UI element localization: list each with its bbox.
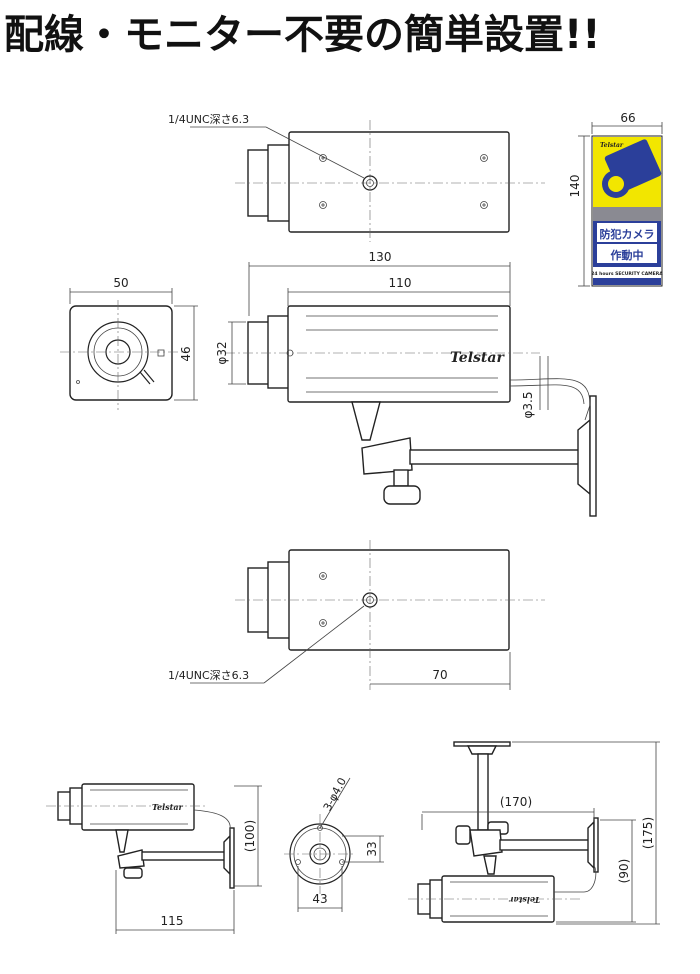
sticker-pattern [593,207,661,221]
sticker-footer: 24 hours SECURITY CAMERA [591,271,663,277]
sticker-line1: 防犯カメラ [600,227,655,241]
ceiling-reach-dim: (170) [500,795,532,809]
headline: 配線・モニター不要の簡単設置!! [4,12,601,58]
brand-logo-small: Telstar [152,802,184,812]
lens-dia-dim: φ32 [215,341,229,364]
ceiling-90-dim: (90) [617,859,631,884]
side-bracket-height-dim: (100) [243,820,257,852]
base-43-dim: 43 [312,892,327,906]
mount-label-top: 1/4UNC深さ6.3 [168,113,249,126]
camera-front-view: 50 46 [60,276,198,410]
ceiling-175-dim: (175) [641,817,655,849]
camera-icon [602,139,662,198]
camera-top-view: 1/4UNC深さ6.3 [168,113,545,242]
sticker-brand: Telstar [600,142,624,149]
sticker-width-dim: 66 [620,111,635,125]
camera-side-view: 130 110 φ32 Telstar φ3.5 [215,250,597,517]
side-bracket-length-dim: 115 [161,914,184,928]
body-length-dim: 110 [389,276,412,290]
camera-bottom-view: 70 1/4UNC深さ6.3 [168,540,545,690]
brand-logo-ceiling: Telstar [508,895,540,905]
sticker-line2: 作動中 [611,248,644,262]
total-length-dim: 130 [369,250,392,264]
front-height-dim: 46 [179,346,193,361]
front-width-dim: 50 [113,276,128,290]
bracket-dia-dim: φ3.5 [521,392,535,419]
ceiling-mount-view: Telstar (170) (90) (175) [408,741,660,925]
base-33-dim: 33 [365,841,379,856]
base-plate-view: 3-φ4.0 33 43 [284,776,384,912]
base-holes-dim: 3-φ4.0 [321,776,349,814]
sticker-height-dim: 140 [568,175,582,198]
offset-70-dim: 70 [432,668,447,682]
brand-logo: Telstar [450,350,505,366]
warning-sticker: 66 140 Telstar 防犯カメラ 作動中 24 hours SECURI… [568,111,663,287]
mount-label-bottom: 1/4UNC深さ6.3 [168,669,249,682]
wall-mount-side-view: Telstar (100) 115 [46,783,262,934]
